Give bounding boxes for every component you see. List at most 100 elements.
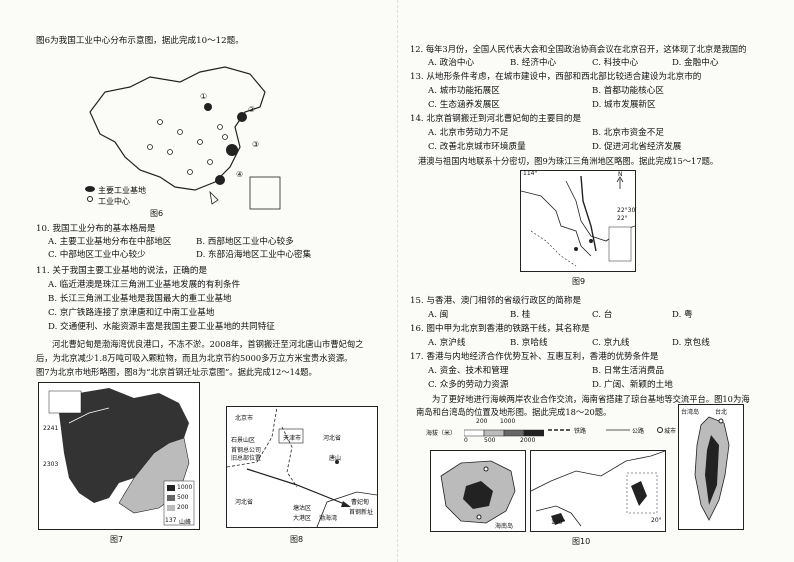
fig10-scale-200: 200 bbox=[476, 418, 488, 425]
fig6-marker-2: ② bbox=[248, 105, 256, 114]
q15-option-b[interactable]: B. 桂 bbox=[510, 310, 531, 320]
elevation-scale bbox=[464, 429, 544, 437]
china-map-outline bbox=[89, 66, 281, 210]
southeast-china-coast bbox=[531, 451, 665, 527]
fig10-caption: 图10 bbox=[572, 537, 591, 546]
q16-option-a[interactable]: A. 京沪线 bbox=[428, 338, 466, 348]
fig7-peak-2241: 2241 bbox=[43, 425, 59, 432]
fig8-label-hebei-1: 河北省 bbox=[323, 435, 342, 442]
q15-option-a[interactable]: A. 闽 bbox=[428, 310, 449, 320]
q15-option-d[interactable]: D. 粤 bbox=[672, 310, 693, 320]
q13-option-d[interactable]: D. 城市发展新区 bbox=[592, 100, 656, 110]
q11-option-c[interactable]: C. 京广铁路连接了京津唐和辽中南工业基地 bbox=[48, 308, 215, 318]
fig7-legend-1000: 1000 bbox=[177, 484, 193, 491]
fig10-label-lon: 110° bbox=[551, 519, 566, 526]
q17-option-a[interactable]: A. 资金、技术和管理 bbox=[428, 366, 509, 376]
fig7-legend-500: 500 bbox=[177, 494, 189, 501]
q17-option-c[interactable]: C. 众多的劳动力资源 bbox=[428, 380, 509, 390]
q14-option-d[interactable]: D. 促进河北省经济发展 bbox=[592, 142, 682, 152]
q13-option-a[interactable]: A. 城市功能拓展区 bbox=[428, 86, 500, 96]
q16-stem: 16. 图中甲为北京到香港的铁路干线，其名称是 bbox=[410, 324, 590, 334]
page-divider bbox=[397, 0, 398, 562]
fig9-prd-map: 114° 22°30′ 22° N bbox=[520, 170, 637, 272]
hainan-island bbox=[440, 460, 516, 524]
q14-option-c[interactable]: C. 改善北京城市环境质量 bbox=[428, 142, 526, 152]
q10-option-d[interactable]: D. 东部沿海地区工业中心密集 bbox=[196, 250, 312, 260]
fig8-label-hebei-2: 河北省 bbox=[235, 499, 254, 506]
fig10-taiwan-map: 台湾岛 台北 bbox=[678, 404, 744, 530]
fig7-terrain-map: 1000 500 200 2241 2303 137 山峰 bbox=[38, 382, 200, 530]
fig6-intro: 图6为我国工业中心分布示意图，据此完成10～12题。 bbox=[36, 36, 244, 46]
q13-option-c[interactable]: C. 生态涵养发展区 bbox=[428, 100, 500, 110]
q15-stem: 15. 与香港、澳门相邻的省级行政区的简称是 bbox=[410, 296, 582, 306]
context-para-1: 河北曹妃甸是渤海湾优良港口，不冻不淤。2008年，首钢搬迁至河北唐山市曹妃甸之 bbox=[52, 339, 364, 349]
fig9-label-lat1: 22°30′ bbox=[617, 207, 637, 214]
fig8-label-shijingshan: 石景山区 bbox=[231, 437, 256, 444]
beijing-terrain bbox=[48, 388, 195, 526]
q16-option-c[interactable]: C. 京九线 bbox=[592, 338, 630, 348]
fig8-label-tangshan: 唐山 bbox=[329, 455, 342, 462]
q14-option-a[interactable]: A. 北京市劳动力不足 bbox=[428, 128, 509, 138]
fig8-label-tanggu: 塘沽区 bbox=[293, 505, 312, 512]
fig6-marker-3: ③ bbox=[252, 140, 260, 149]
q11-option-d[interactable]: D. 交通便利、水能资源丰富是我国主要工业基地的共同特征 bbox=[48, 322, 275, 332]
fig9-label-lon: 114° bbox=[523, 170, 538, 177]
fig8-label-shougang-hq: 首钢总公司 bbox=[231, 447, 262, 454]
q11-option-b[interactable]: B. 长江三角洲工业基地是我国最大的重工业基地 bbox=[48, 294, 232, 304]
fig8-label-tianjin: 天津市 bbox=[283, 435, 302, 442]
q11-option-a[interactable]: A. 临近港澳是珠江三角洲工业基地发展的有利条件 bbox=[48, 280, 241, 290]
fig9-caption: 图9 bbox=[572, 277, 586, 286]
fig9-label-lat2: 22° bbox=[617, 215, 628, 222]
fig10-label-taiwan: 台湾岛 bbox=[681, 409, 700, 416]
fig10-legend-city: 城市 bbox=[664, 428, 677, 435]
taiwan-island bbox=[694, 416, 730, 521]
q17-option-b[interactable]: B. 日常生活消费品 bbox=[592, 366, 664, 376]
fig10-scale-2000: 2000 bbox=[520, 437, 536, 444]
fig10-legend-title: 海拔（米） bbox=[426, 430, 457, 437]
fig8-label-new-site: 首钢新址 bbox=[349, 509, 374, 516]
fig7-peak-2303: 2303 bbox=[43, 461, 59, 468]
legend-center-label: 工业中心 bbox=[98, 197, 130, 206]
fig10-line-legend bbox=[548, 427, 663, 433]
fig8-relocation-map: 北京市 石景山区 首钢总公司 旧总部位置 天津市 河北省 唐山 河北省 渤海湾 … bbox=[226, 406, 378, 528]
q17-stem: 17. 香港与内地经济合作优势互补、互惠互利，香港的优势条件是 bbox=[410, 352, 659, 362]
q12-option-a[interactable]: A. 政治中心 bbox=[428, 58, 475, 68]
pearl-river-delta bbox=[521, 175, 635, 267]
q10-stem: 10. 我国工业分布的基本格局是 bbox=[36, 224, 156, 234]
relocation-diagram bbox=[227, 407, 377, 527]
fig9-north-arrow: N bbox=[618, 171, 623, 178]
q14-option-b[interactable]: B. 北京市资金不足 bbox=[592, 128, 664, 138]
q10-option-c[interactable]: C. 中部地区工业中心较少 bbox=[48, 250, 146, 260]
fig10-scale-500: 500 bbox=[484, 437, 496, 444]
q10-option-a[interactable]: A. 主要工业基地分布在中部地区 bbox=[48, 237, 172, 247]
q12-option-c[interactable]: C. 科技中心 bbox=[592, 58, 639, 68]
fig8-caption: 图8 bbox=[290, 535, 304, 544]
context-para-5: 南岛和台湾岛的位置及地形图。据此完成18～20题。 bbox=[416, 407, 612, 417]
fig10-hainan-map: 海南岛 bbox=[430, 450, 526, 532]
q13-option-b[interactable]: B. 首都功能核心区 bbox=[592, 86, 664, 96]
q12-option-d[interactable]: D. 金融中心 bbox=[672, 58, 719, 68]
context-para-3: 图7为北京市地形略图，图8为“北京首钢迁址示意图”。据此完成12～14题。 bbox=[36, 367, 317, 377]
fig6-marker-4: ④ bbox=[236, 170, 244, 179]
context-para-2: 后，为北京减少1.8万吨可吸入颗粒物，而且为北京节约5000多万立方米宝贵水资源… bbox=[36, 353, 353, 363]
context-para-4: 为了更好地进行海峡两岸农业合作交流，海南省搭建了琼台基地等交流平台。图10为海 bbox=[432, 394, 750, 404]
fig8-label-beijing: 北京市 bbox=[235, 415, 254, 422]
fig10-region-map: 110° 20° bbox=[530, 450, 666, 532]
q16-option-d[interactable]: D. 京包线 bbox=[672, 338, 710, 348]
fig10-scale-1000: 1000 bbox=[500, 418, 516, 425]
fig10-label-lat: 20° bbox=[651, 517, 662, 524]
q14-stem: 14. 北京首钢搬迁到河北曹妃甸的主要目的是 bbox=[410, 114, 582, 124]
q12-option-b[interactable]: B. 经济中心 bbox=[510, 58, 557, 68]
q16-option-b[interactable]: B. 京哈线 bbox=[510, 338, 548, 348]
legend-base-label: 主要工业基地 bbox=[98, 186, 146, 195]
legend-base-symbol bbox=[85, 186, 95, 202]
fig6-caption: 图6 bbox=[150, 209, 164, 218]
q10-option-b[interactable]: B. 西部地区工业中心较多 bbox=[196, 237, 294, 247]
q15-option-c[interactable]: C. 台 bbox=[592, 310, 613, 320]
q17-option-d[interactable]: D. 广阔、新颖的土地 bbox=[592, 380, 673, 390]
fig10-legend-rail: 铁路 bbox=[574, 428, 587, 435]
fig10-label-hainan: 海南岛 bbox=[495, 523, 514, 530]
fig8-label-dagang: 大港区 bbox=[293, 515, 312, 522]
fig7-legend-200: 200 bbox=[177, 504, 189, 511]
